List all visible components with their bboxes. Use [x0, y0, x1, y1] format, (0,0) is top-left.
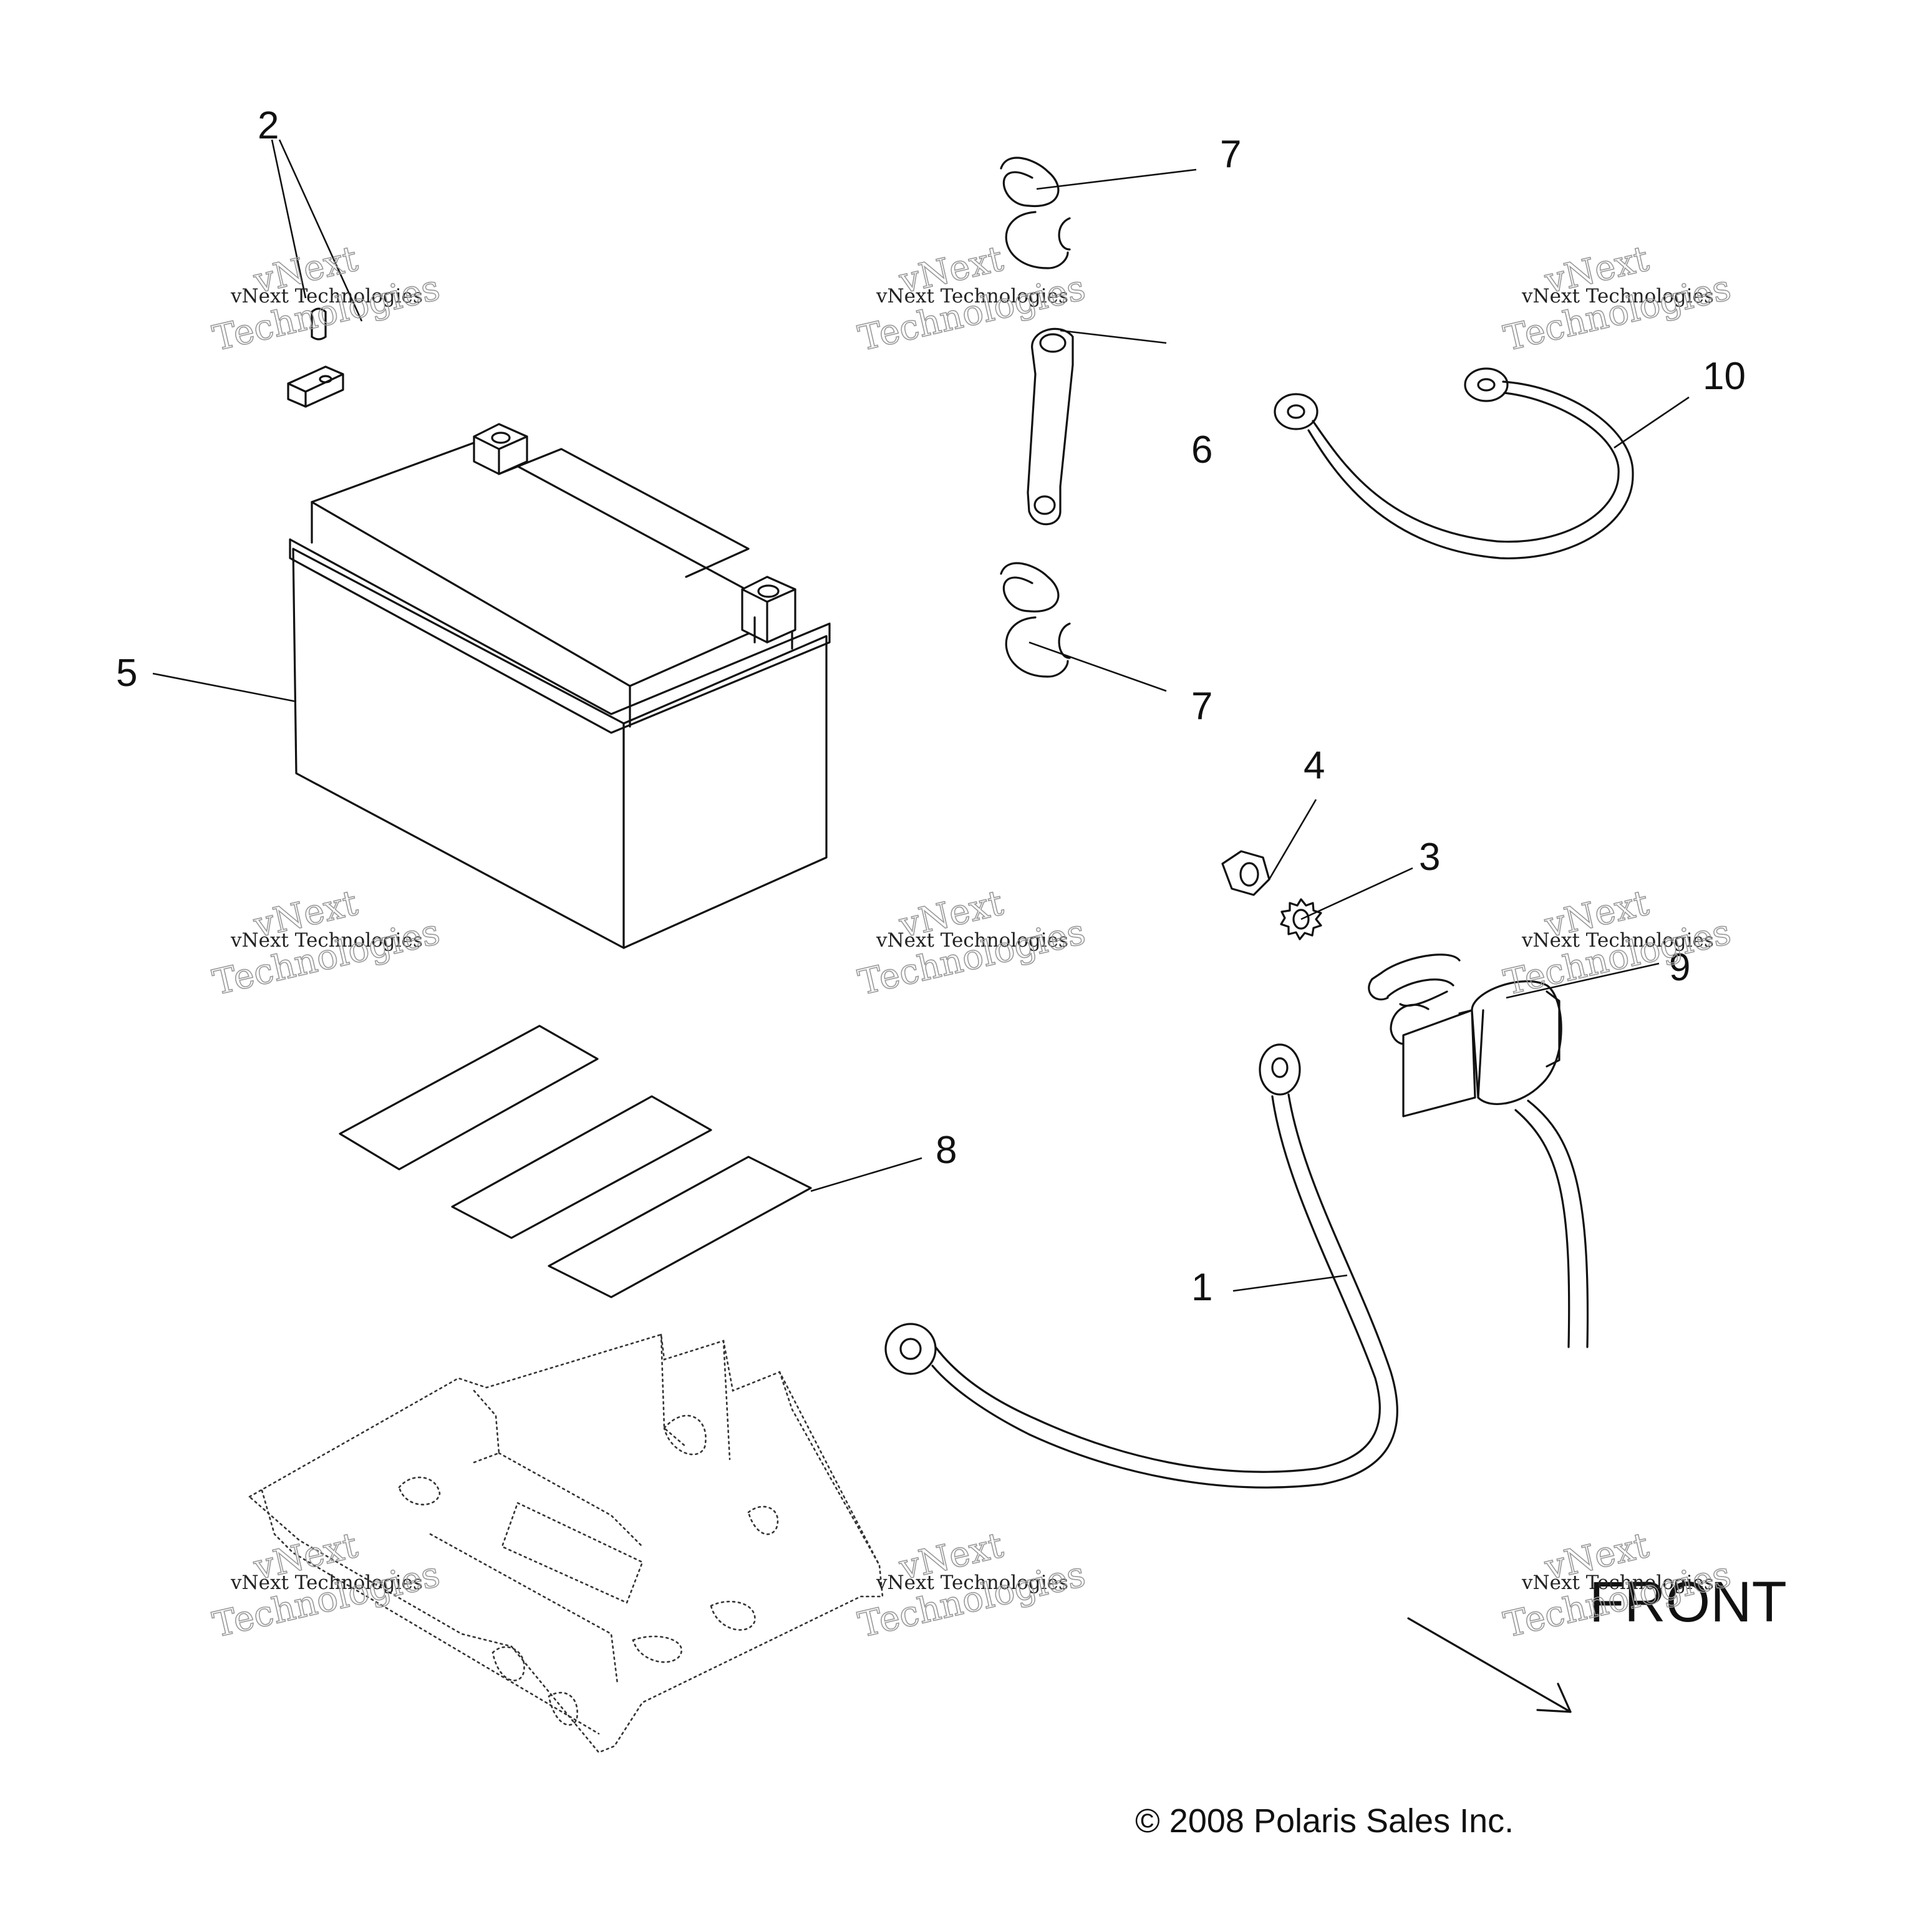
callout-6: 6: [1191, 428, 1212, 471]
callout-2: 2: [258, 104, 279, 147]
battery: [289, 423, 831, 949]
battery-tray-phantom: [248, 1333, 884, 1754]
battery-pads: [339, 1025, 812, 1298]
watermark-text: vNext Technologies: [1521, 929, 1714, 952]
nut: [1221, 850, 1270, 896]
watermark-text: vNext Technologies: [1521, 1572, 1714, 1594]
watermark-text: vNext Technologies: [1521, 285, 1714, 307]
watermark-text: vNext Technologies: [876, 1572, 1068, 1594]
watermark-text: vNext Technologies: [230, 929, 423, 952]
callout-5: 5: [116, 652, 137, 695]
battery-strap-clip-lower: [1000, 562, 1071, 678]
lock-washer: [1280, 898, 1322, 940]
ground-cable: [1274, 367, 1634, 559]
copyright-notice: © 2008 Polaris Sales Inc.: [1135, 1802, 1514, 1840]
watermark-text: vNext Technologies: [230, 285, 423, 307]
callout-10: 10: [1703, 355, 1746, 398]
callout-4: 4: [1304, 744, 1325, 787]
callout-7-upper: 7: [1220, 133, 1241, 176]
battery-strap-link: [1027, 327, 1074, 526]
watermark-text: vNext Technologies: [876, 929, 1068, 952]
starter-solenoid: [1368, 954, 1589, 1348]
battery-strap-clip-upper: [1000, 157, 1071, 269]
watermarks: vNext Technologies vNext Technologies vN…: [208, 238, 1735, 1646]
battery-cable: [884, 1043, 1398, 1489]
callout-8: 8: [936, 1129, 957, 1172]
watermark-text: vNext Technologies: [876, 285, 1068, 307]
callout-3: 3: [1419, 836, 1440, 879]
watermark-text: vNext Technologies: [230, 1572, 423, 1594]
front-label: FRONT: [1589, 1570, 1787, 1634]
front-direction-arrow: [1407, 1617, 1572, 1713]
callout-1: 1: [1191, 1266, 1212, 1309]
callout-7-lower: 7: [1191, 685, 1212, 728]
terminal-nut-and-screw: [287, 307, 344, 408]
callout-9: 9: [1669, 946, 1690, 989]
leader-lines: [152, 139, 1690, 1292]
